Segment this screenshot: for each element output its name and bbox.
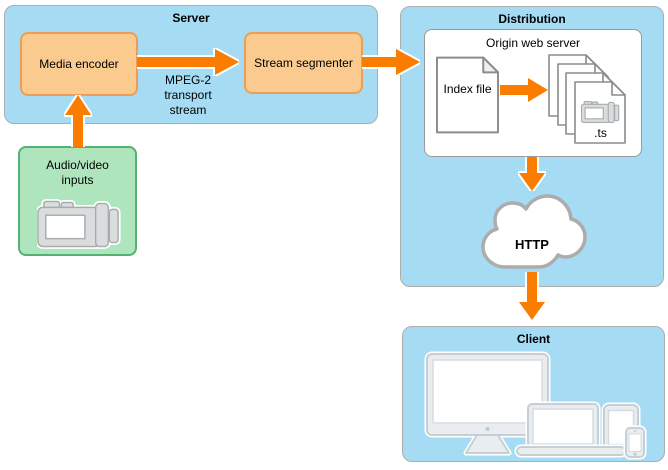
index-file-label: Index file xyxy=(443,82,492,96)
distribution-panel: Distribution Origin web server Index fil… xyxy=(400,6,664,287)
camcorder-icon-small xyxy=(581,100,620,124)
arrow-encoder-to-segmenter xyxy=(137,48,239,76)
ts-file-label: .ts xyxy=(594,126,607,140)
arrow-cloud-to-client xyxy=(518,272,546,320)
inputs-label: Audio/video inputs xyxy=(46,158,109,187)
client-devices xyxy=(424,351,647,460)
server-title: Server xyxy=(172,11,210,25)
document-icon xyxy=(436,56,499,134)
client-panel: Client xyxy=(402,326,665,462)
desktop-icon xyxy=(424,351,551,456)
arrow-origin-to-cloud xyxy=(518,157,546,191)
smartphone-icon xyxy=(623,425,647,460)
distribution-title: Distribution xyxy=(498,12,566,26)
laptop-base xyxy=(514,444,628,458)
mpeg-transport-stream-label: MPEG-2 transport stream xyxy=(144,73,232,118)
mpeg-label-line1: MPEG-2 xyxy=(164,73,211,87)
laptop-icon xyxy=(525,401,601,450)
camcorder-icon xyxy=(37,199,121,249)
mpeg-label-line2: transport xyxy=(164,88,212,102)
origin-web-server-box: Origin web server Index file xyxy=(424,29,642,157)
mpeg-label-line3: stream xyxy=(169,103,207,117)
client-title: Client xyxy=(516,332,551,346)
http-label: HTTP xyxy=(515,237,549,252)
arrow-segmenter-to-distribution xyxy=(362,48,420,76)
audio-video-inputs-panel: Audio/video inputs xyxy=(18,146,137,256)
server-panel: Server Media encoder Stream segmenter MP… xyxy=(4,5,378,124)
origin-web-server-label: Origin web server xyxy=(485,36,581,50)
cloud-icon xyxy=(481,194,587,269)
arrow-index-to-segments xyxy=(500,76,548,104)
media-encoder-node: Media encoder xyxy=(20,32,138,96)
arrow-inputs-to-encoder xyxy=(64,95,92,147)
stream-segmenter-node: Stream segmenter xyxy=(244,32,363,94)
